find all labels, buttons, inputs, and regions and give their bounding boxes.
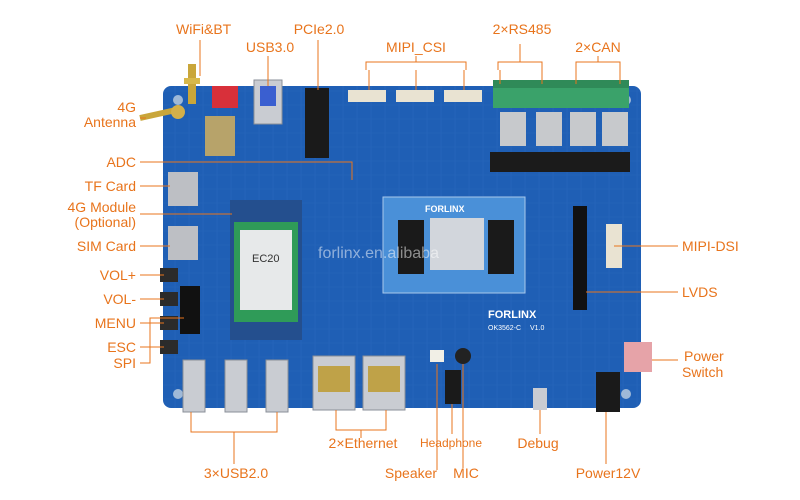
label-antenna-2: Antenna: [83, 114, 136, 130]
label-can: 2×CAN: [575, 39, 621, 55]
label-sim-card: SIM Card: [76, 238, 136, 254]
lvds-header: [573, 206, 587, 310]
label-mipi-dsi: MIPI-DSI: [682, 238, 739, 254]
esc-button: [160, 340, 178, 354]
label-menu: MENU: [94, 315, 136, 331]
mic: [455, 348, 471, 364]
label-speaker: Speaker: [384, 465, 438, 481]
label-ethernet: 2×Ethernet: [328, 435, 398, 451]
tf-card-slot: [168, 172, 198, 206]
wifi-module: [205, 116, 235, 156]
usb20-port-3: [265, 359, 289, 413]
label-lvds: LVDS: [682, 284, 718, 300]
label-vol-minus: VOL-: [103, 291, 136, 307]
board-model: OK3562-C: [488, 325, 521, 332]
label-power-switch-2: Switch: [682, 364, 724, 380]
label-4g-module-2: (Optional): [74, 214, 136, 230]
mipi-csi-connector-2: [396, 90, 434, 102]
speaker-connector: [430, 350, 444, 362]
label-rs485: 2×RS485: [492, 21, 552, 37]
label-power12v: Power12V: [575, 465, 641, 481]
label-tf-card: TF Card: [84, 178, 136, 194]
label-antenna-1: 4G: [117, 99, 136, 115]
label-headphone: Headphone: [419, 436, 483, 450]
watermark: forlinx.en.alibaba: [318, 245, 439, 262]
mipi-csi-connector-3: [444, 90, 482, 102]
vol-plus-button: [160, 268, 178, 282]
label-power-switch-1: Power: [684, 348, 724, 364]
pcie-slot: [305, 88, 329, 158]
label-debug: Debug: [517, 435, 559, 451]
4g-module: EC20: [230, 200, 302, 340]
label-pcie20: PCIe2.0: [293, 21, 345, 37]
menu-button: [160, 316, 178, 330]
power-switch: [624, 342, 652, 372]
label-mic: MIC: [453, 465, 479, 481]
mipi-csi-connector-1: [348, 90, 386, 102]
label-mipi-csi: MIPI_CSI: [386, 39, 446, 55]
label-vol-plus: VOL+: [99, 267, 136, 283]
label-4g-module-1: 4G Module: [67, 199, 136, 215]
label-adc: ADC: [106, 154, 136, 170]
antenna-connector: [139, 64, 200, 121]
debug-port: [533, 388, 547, 410]
headphone-jack: [445, 370, 461, 404]
leader-lines: [140, 40, 678, 470]
usb20-port-2: [224, 359, 248, 413]
power-jack: [596, 372, 620, 412]
som-brand: FORLINX: [425, 204, 465, 214]
usb20-port-1: [182, 359, 206, 413]
vol-minus-button: [160, 292, 178, 306]
label-esc: ESC: [107, 339, 136, 355]
som-core-board: FORLINX: [382, 196, 526, 294]
spi-header: [180, 286, 200, 334]
label-spi: SPI: [113, 355, 136, 371]
dip-switch: [212, 86, 238, 108]
module-mark: EC20: [252, 253, 280, 265]
label-wifi-bt: WiFi&BT: [176, 21, 232, 37]
board-version: V1.0: [530, 325, 545, 332]
label-usb20: 3×USB2.0: [203, 465, 269, 481]
label-usb30: USB3.0: [245, 39, 295, 55]
board-brand: FORLINX: [488, 309, 537, 321]
sim-card-slot: [168, 226, 198, 260]
